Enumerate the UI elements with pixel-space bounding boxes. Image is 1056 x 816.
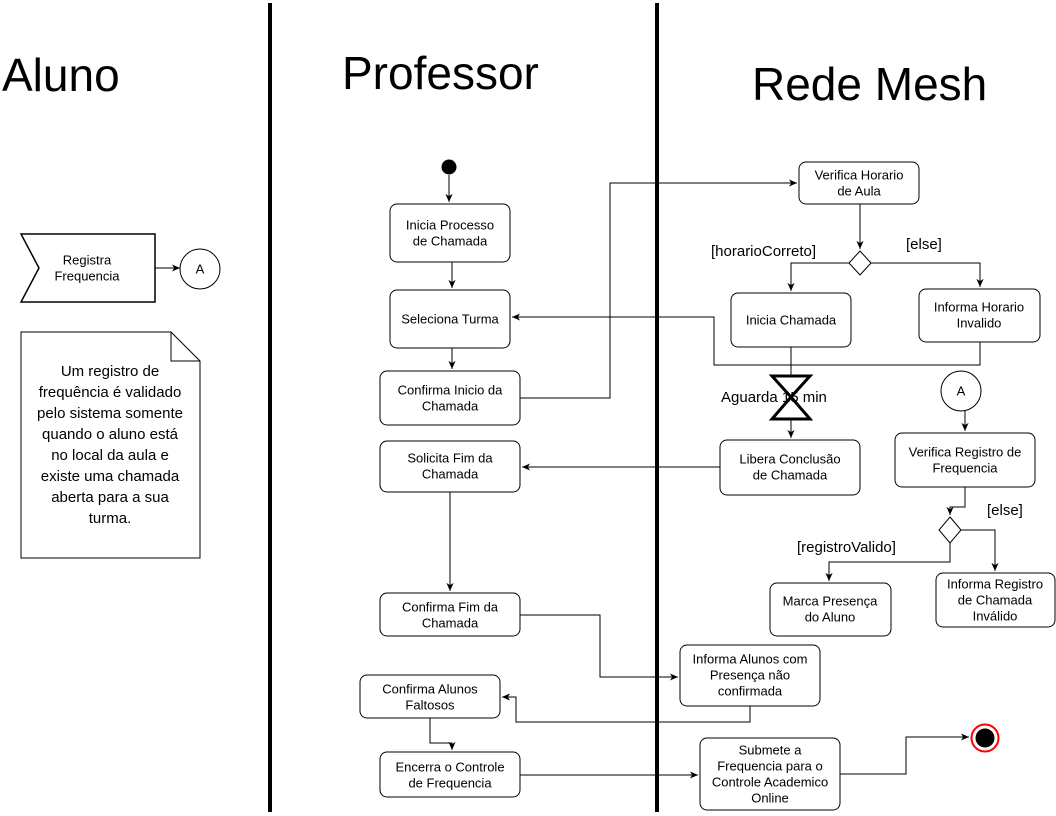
initial-node	[441, 159, 457, 175]
edge-decision-to-inicia-chamada	[787, 262, 849, 291]
lane-title-rede-mesh: Rede Mesh	[752, 58, 987, 110]
hourglass-timer-icon	[768, 374, 814, 421]
connector-a-label: A	[196, 262, 205, 277]
decision-registro	[938, 516, 962, 544]
connector-a-rede-label: A	[957, 384, 966, 399]
edge-decision-to-marca-presenca	[825, 543, 951, 581]
edge-decision-to-registro-invalido	[961, 529, 999, 571]
lane-title-aluno: Aluno	[2, 49, 120, 101]
guard-else-registro: [else]	[987, 502, 1023, 519]
edge-horario-invalido-to-seleciona	[512, 313, 981, 366]
connector-a-aluno: A	[179, 248, 221, 290]
guard-horario-correto: [horarioCorreto]	[711, 243, 816, 260]
action-seleciona-turma: Seleciona Turma	[389, 289, 511, 349]
edge-verifica-registro-to-decision	[946, 487, 966, 515]
edge-faltosos-to-encerra	[429, 718, 456, 750]
edge-submete-to-final	[840, 733, 969, 775]
edge-confirma-inicio-to-verifica-horario	[520, 179, 797, 399]
edge-confirma-fim-to-informa-alunos	[520, 614, 678, 681]
decision-horario	[848, 250, 872, 276]
lane-title-professor: Professor	[342, 47, 539, 99]
connector-a-rede: A	[940, 370, 982, 412]
timer-label: Aguarda 15 min	[721, 389, 827, 406]
final-node	[970, 723, 1000, 753]
action-inicia-chamada: Inicia Chamada	[730, 292, 852, 348]
guard-else-horario: [else]	[906, 236, 942, 253]
guard-registro-valido: [registroValido]	[797, 539, 896, 556]
seleciona-turma-label: Seleciona Turma	[401, 312, 499, 327]
inicia-chamada-label: Inicia Chamada	[746, 313, 837, 328]
edge-informa-alunos-to-faltosos	[502, 693, 751, 723]
edge-decision-to-horario-invalido	[871, 262, 984, 287]
